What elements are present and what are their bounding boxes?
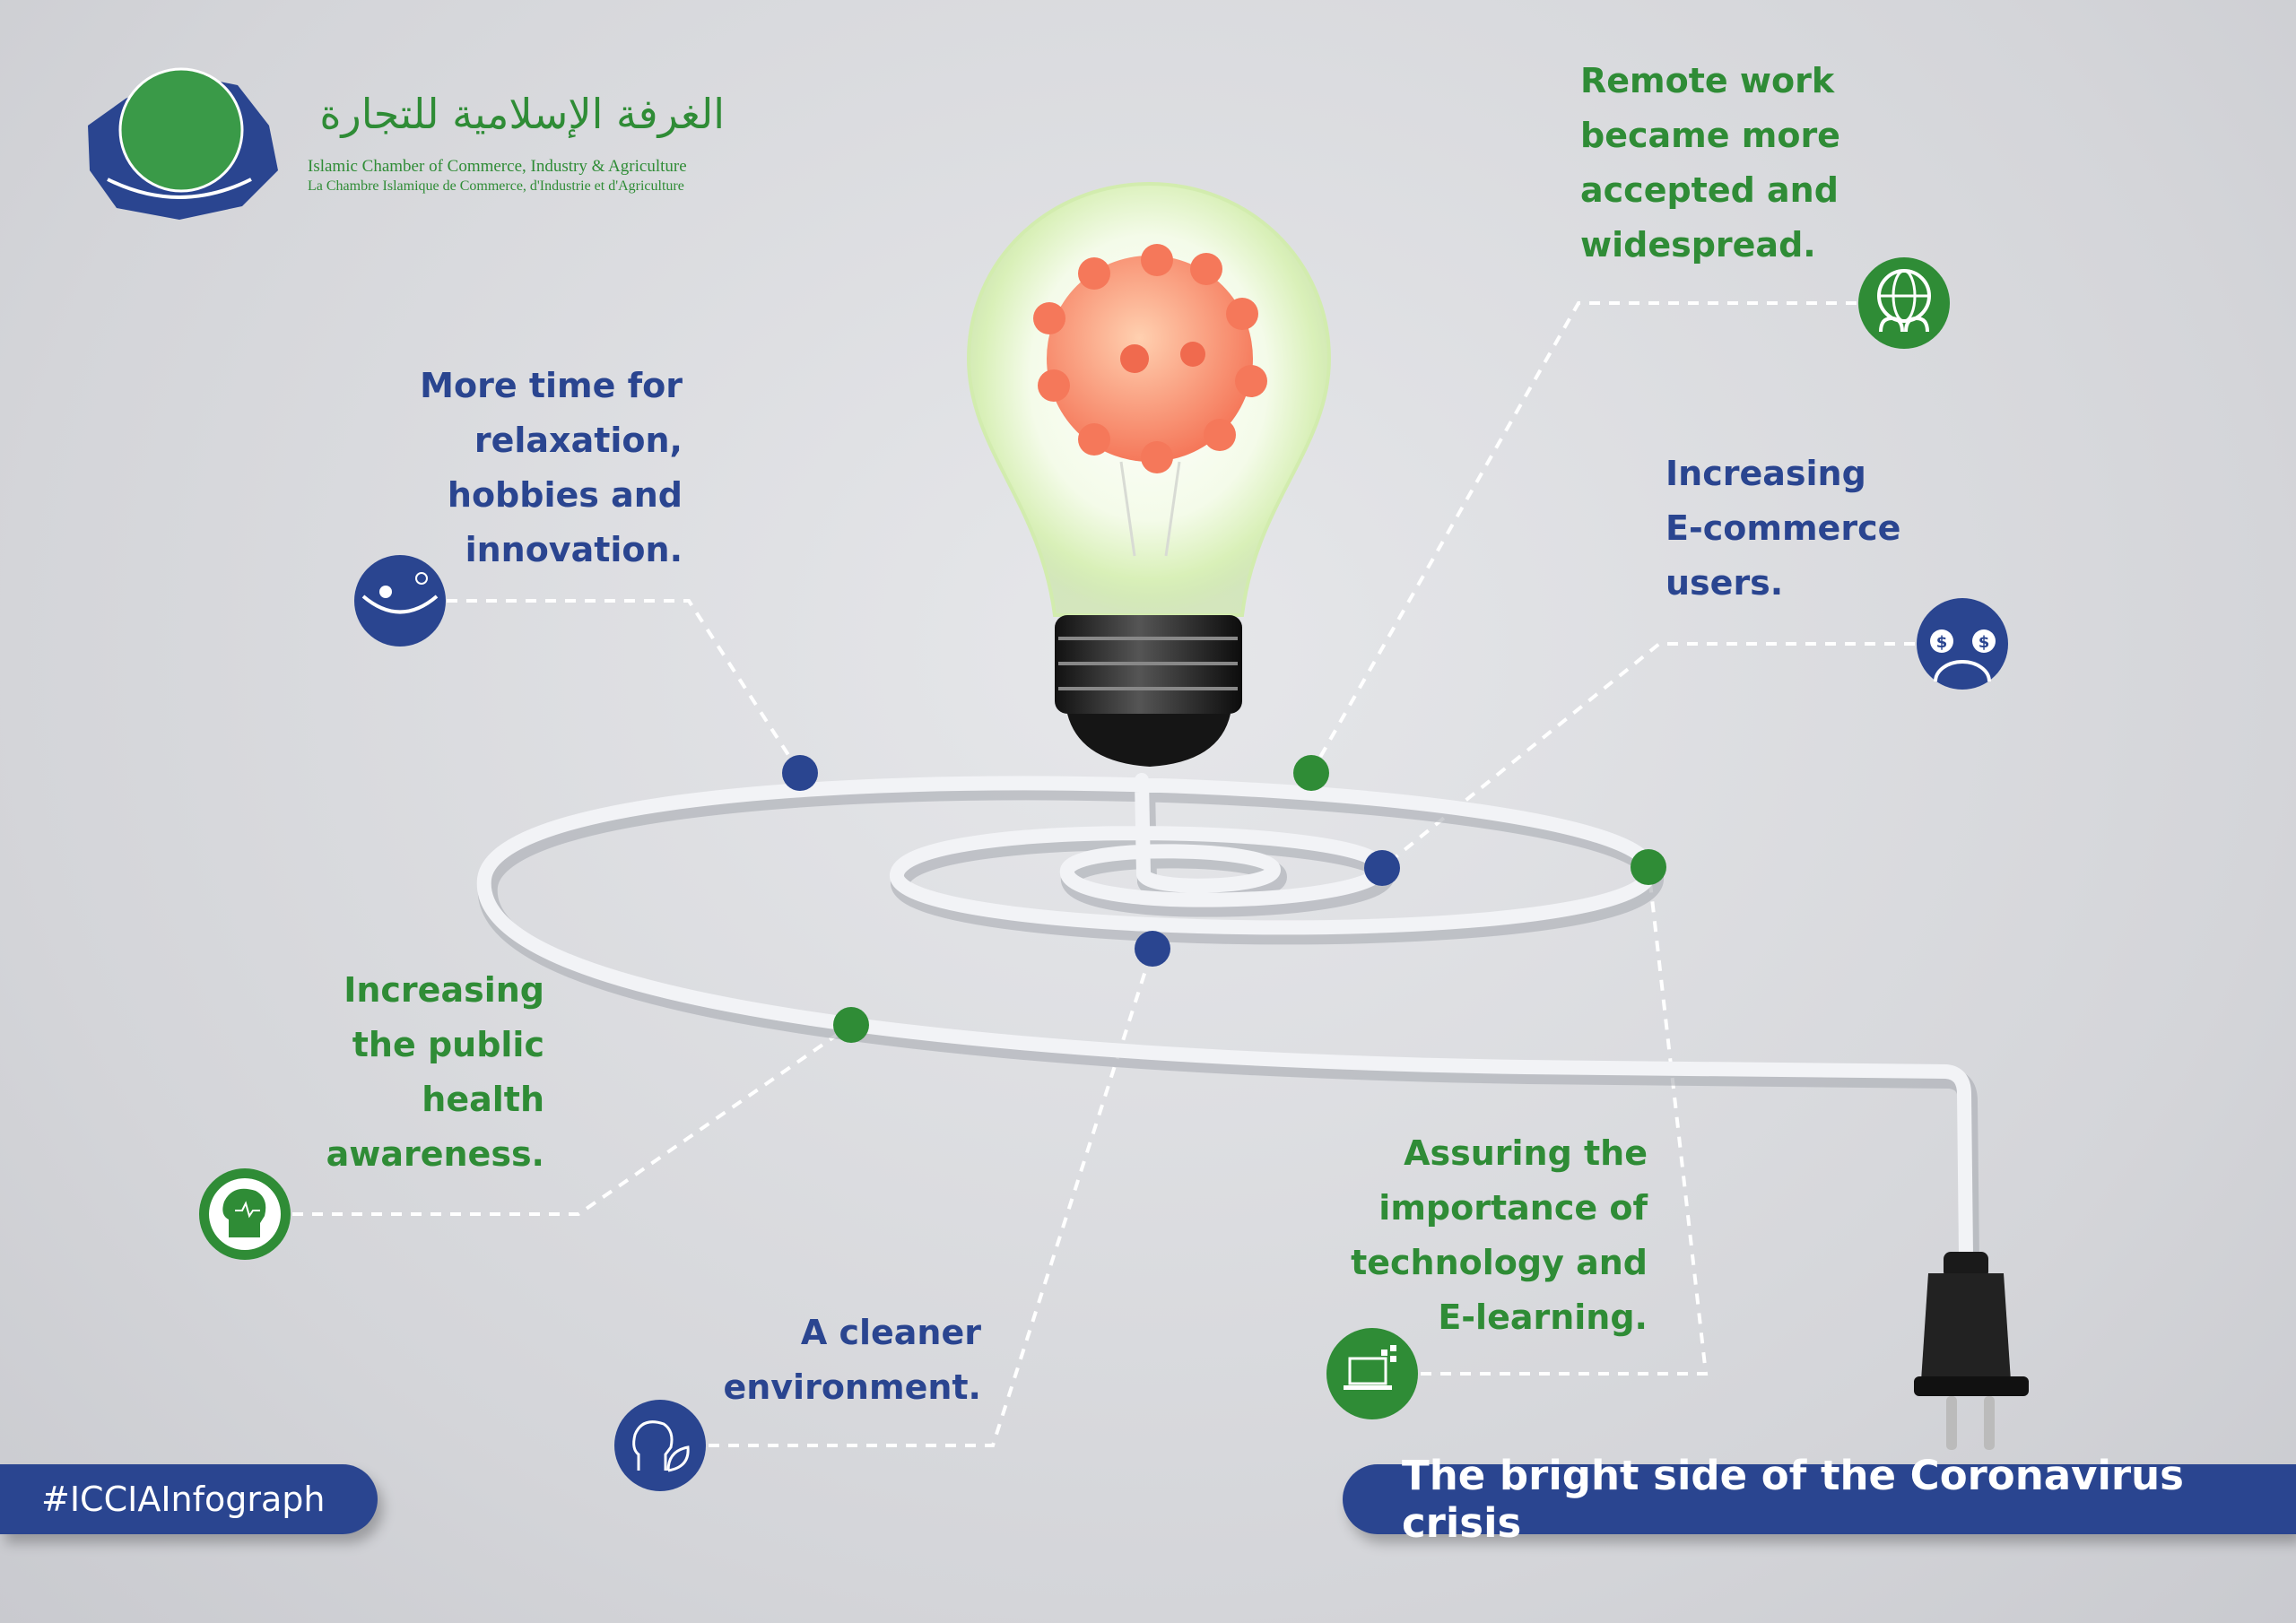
svg-text:$: $ — [1936, 633, 1948, 652]
connector-remote-work — [1309, 301, 1857, 774]
dot-elearning — [1631, 849, 1666, 885]
dot-health — [833, 1007, 869, 1043]
dot-remote-work — [1293, 755, 1329, 791]
globe-people-icon — [1858, 257, 1950, 349]
plug-icon — [1914, 1252, 2029, 1450]
hammock-relax-icon — [354, 555, 446, 647]
connector-ecommerce — [1380, 642, 1915, 870]
connector-lines — [292, 301, 1915, 1447]
power-cord — [476, 773, 1979, 1272]
title-banner: The bright side of the Coronavirus crisi… — [1343, 1452, 2296, 1547]
dot-ecommerce — [1364, 850, 1400, 886]
connector-health — [292, 1023, 853, 1216]
hashtag-banner: #ICCIAInfograph — [0, 1464, 378, 1534]
dot-relaxation — [782, 755, 818, 791]
logo-french-name: La Chambre Islamique de Commerce, d'Indu… — [308, 178, 684, 194]
iccia-logo-emblem — [88, 67, 278, 220]
connector-dots — [782, 755, 1666, 1043]
coronavirus-icon — [1033, 244, 1267, 473]
connector-environment — [709, 948, 1154, 1447]
laptop-elearning-icon — [1326, 1328, 1418, 1419]
dot-environment — [1135, 931, 1170, 967]
connector-elearning — [1421, 866, 1709, 1376]
health-head-icon — [199, 1168, 291, 1260]
currency-exchange-globe-icon: $ $ — [1917, 598, 2008, 690]
connector-relaxation — [447, 599, 802, 775]
logo-english-name: Islamic Chamber of Commerce, Industry & … — [308, 157, 687, 176]
svg-text:$: $ — [1979, 633, 1990, 652]
logo-arabic-name: الغرفة الإسلامية للتجارة والصناعة والزرا… — [308, 90, 725, 138]
lightbulb-icon — [966, 181, 1332, 767]
person-leaf-icon — [614, 1400, 706, 1491]
